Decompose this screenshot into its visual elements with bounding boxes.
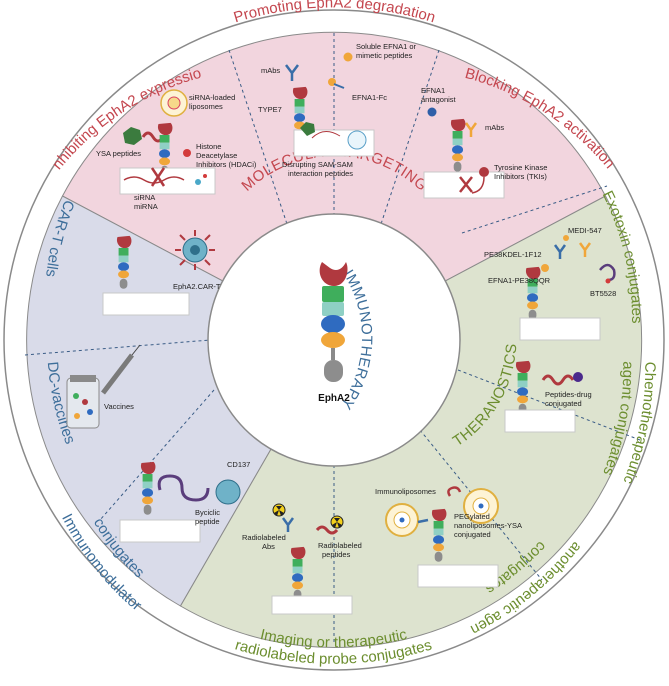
dna-box bbox=[119, 167, 216, 195]
epha2-label: EphA2 bbox=[318, 393, 350, 404]
bicyclic-peptide-icon bbox=[157, 474, 210, 502]
mab-icon bbox=[285, 64, 299, 81]
ysa-peptide-icon bbox=[123, 127, 142, 145]
efna1-ligand-icon bbox=[343, 52, 353, 62]
mabs-label-blocking: mAbs bbox=[485, 123, 504, 132]
efna1-antagonist-icon bbox=[427, 107, 437, 117]
imaging-panel: Radiolabeled Abs Radiolabeled peptides bbox=[242, 503, 362, 615]
peptide-drug-icon bbox=[541, 374, 575, 386]
medi-547-label: MEDI-547 bbox=[568, 226, 602, 235]
promoting-degradation-panel: Soluble EFNA1 or mimetic peptides mAbs E… bbox=[258, 42, 417, 178]
chemo-receptor-icon bbox=[515, 360, 531, 414]
pe38kdel-label: PE38KDEL-1F12 bbox=[484, 250, 542, 259]
vaccines-label: Vaccines bbox=[104, 402, 134, 411]
medi-icon bbox=[578, 242, 592, 257]
bicyclic-label-2: peptide bbox=[195, 517, 220, 526]
radiolabeled-abs-label-1: Radiolabeled bbox=[242, 533, 286, 542]
efna1-antagonist-label-1: EFNA1 bbox=[421, 86, 445, 95]
bicyclic-label-1: Byciclic bbox=[195, 508, 220, 517]
tki-label-2: Inhibitors (TKIs) bbox=[494, 172, 547, 181]
peg-label-2: nanoliposomes-YSA bbox=[454, 521, 522, 530]
molecular-targeting-sector bbox=[61, 31, 607, 341]
soluble-efna1-label-1: Soluble EFNA1 or bbox=[356, 42, 417, 51]
epha2-car-t-label: EphA2.CAR-T bbox=[173, 282, 221, 291]
radiolabeled-peptides-label-2: peptides bbox=[322, 550, 351, 559]
inhibiting-expression-panel: siRNA-loaded liposomes YSA peptides Hist… bbox=[96, 89, 257, 211]
mabs-label-degradation: mAbs bbox=[261, 66, 280, 75]
hdaci-label-2: Deacetylase bbox=[196, 151, 237, 160]
tki-icon bbox=[479, 167, 489, 177]
blocking-activation-panel: EFNA1 antagonist mAbs Tyrosine Kinase In… bbox=[421, 86, 547, 199]
efna1-pe38qqr-label: EFNA1-PE38QQR bbox=[488, 276, 551, 285]
hdaci-label-1: Histone bbox=[196, 142, 221, 151]
cd137-cell-icon bbox=[215, 479, 241, 505]
immunoliposomes-label: Immunoliposomes bbox=[375, 487, 436, 496]
epha2-receptor-icon bbox=[319, 262, 348, 382]
radiolabeled-peptides-label-1: Radiolabeled bbox=[318, 541, 362, 550]
sirna-liposomes-label-1: siRNA-loaded bbox=[189, 93, 235, 102]
efna1-antagonist-label-2: antagonist bbox=[421, 95, 457, 104]
dc-vaccines-panel: Vaccines bbox=[66, 344, 141, 429]
sam-label-1: Disrupting SAM-SAM bbox=[282, 160, 353, 169]
drug-payload-icon bbox=[573, 372, 583, 382]
blocking-mab-icon bbox=[464, 122, 478, 137]
peptides-drug-label-1: Peptides-drug bbox=[545, 390, 592, 399]
chemotherapeutic-panel: Peptides-drug conjugated bbox=[504, 360, 592, 433]
peg-label-3: conjugated bbox=[454, 530, 491, 539]
peg-label-1: PEGylated bbox=[454, 512, 490, 521]
nano-receptor-icon bbox=[431, 508, 447, 562]
nanotherapeutic-panel: Immunoliposomes PEGylated nanoliposomes-… bbox=[375, 486, 522, 588]
efna1-fc-label: EFNA1-Fc bbox=[352, 93, 387, 102]
hdaci-label-3: Inhibitors (HDACi) bbox=[196, 160, 257, 169]
sirna-liposomes-label-2: liposomes bbox=[189, 102, 223, 111]
sam-label-2: interaction peptides bbox=[288, 169, 353, 178]
bt5528-label: BT5528 bbox=[590, 289, 616, 298]
immunomodulator-panel: CD137 Byciclic peptide bbox=[119, 460, 250, 543]
immunomod-receptor-icon bbox=[140, 461, 156, 515]
bt5528-icon bbox=[599, 263, 616, 282]
ysa-peptides-label: YSA peptides bbox=[96, 149, 141, 158]
tki-label-1: Tyrosine Kinase bbox=[494, 163, 547, 172]
exotoxin-receptor-icon bbox=[525, 266, 541, 320]
car-t-receptor-icon bbox=[116, 235, 132, 289]
degradation-receptor-icon bbox=[292, 86, 308, 140]
car-spikes-icon bbox=[175, 230, 215, 270]
syringe-icon bbox=[101, 353, 134, 395]
car-t-panel: EphA2.CAR-T bbox=[102, 230, 221, 316]
efna1-pe38-icon bbox=[541, 264, 549, 272]
peptides-drug-label-2: conjugated bbox=[545, 399, 582, 408]
radiolabeled-abs-label-2: Abs bbox=[262, 542, 275, 551]
mirna-label: miRNA bbox=[134, 202, 158, 211]
imaging-receptor-icon bbox=[290, 546, 306, 600]
soluble-efna1-label-2: mimetic peptides bbox=[356, 51, 413, 60]
cd137-label: CD137 bbox=[227, 460, 250, 469]
sector-dividers bbox=[24, 33, 641, 645]
hdaci-icon bbox=[183, 149, 191, 157]
type7-label: TYPE7 bbox=[258, 105, 282, 114]
blocking-receptor-icon bbox=[450, 118, 466, 172]
sirna-label: siRNA bbox=[134, 193, 155, 202]
lysosome-icon bbox=[347, 130, 367, 150]
exotoxin-panel: MEDI-547 PE38KDEL-1F12 EFNA1-PE38QQR BT5… bbox=[484, 226, 616, 341]
exotoxin-mab-icon bbox=[553, 244, 567, 259]
